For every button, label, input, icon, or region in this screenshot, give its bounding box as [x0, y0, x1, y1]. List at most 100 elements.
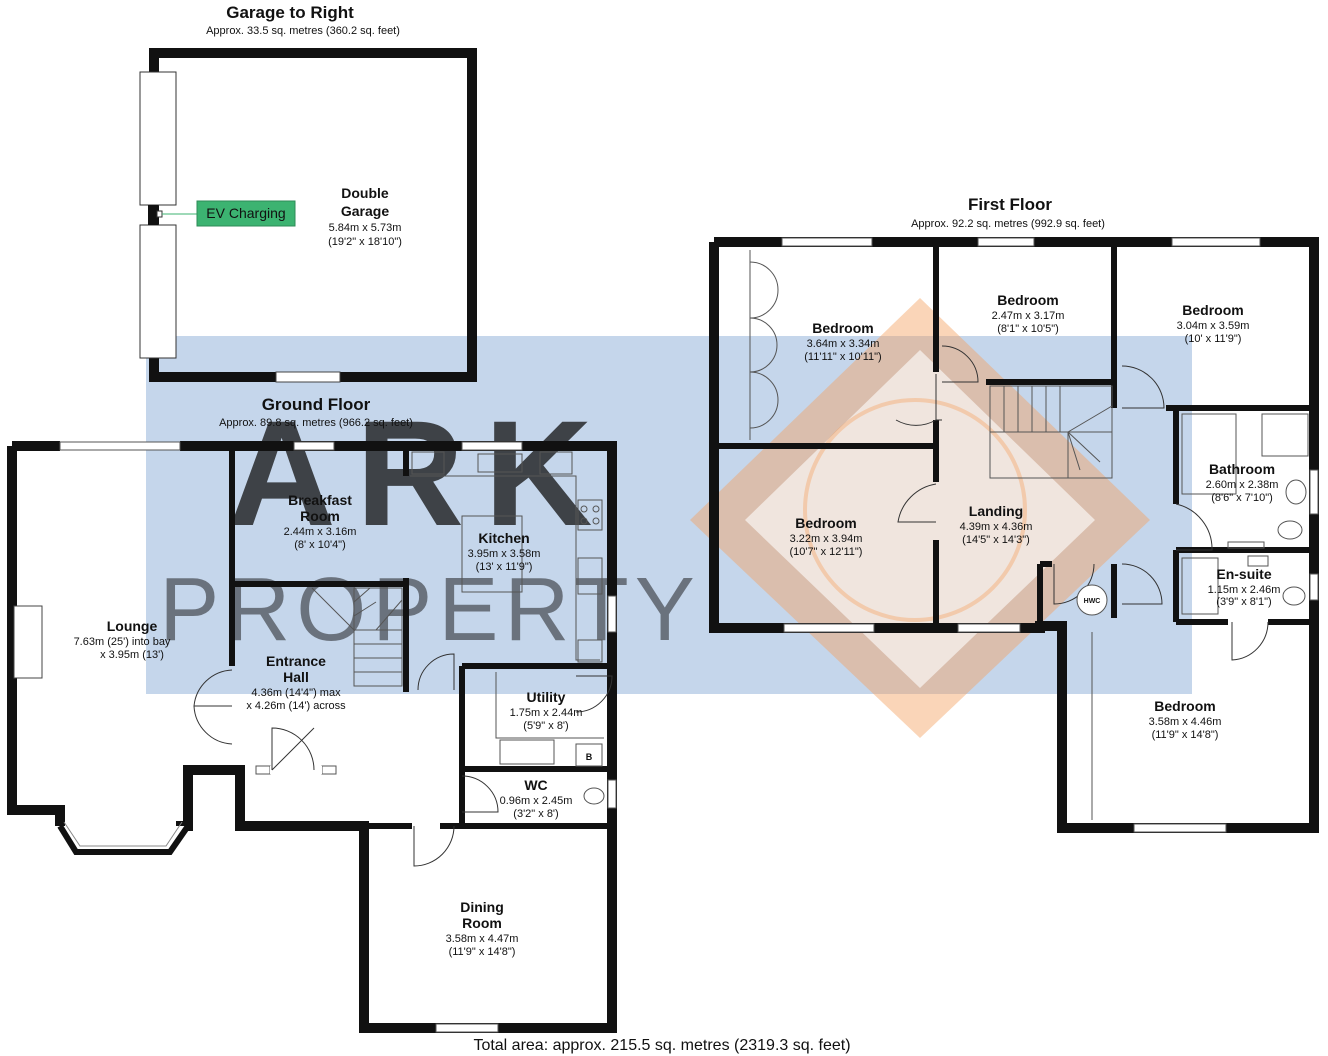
bed5-dim-2: (11'9" x 14'8") [1152, 729, 1219, 741]
hall-name-2: Hall [283, 669, 309, 685]
wc-name: WC [524, 777, 547, 793]
bed4-dim-2: (10'7" x 12'11") [790, 546, 863, 558]
dining-name-1: Dining [460, 899, 504, 915]
wc-dim-1: 0.96m x 2.45m [500, 795, 573, 807]
hall-dim-2: x 4.26m (14') across [246, 700, 346, 712]
ground-stairs [311, 587, 403, 687]
ensuite-door [1231, 621, 1269, 661]
front-door [271, 727, 315, 771]
ensuite-shower-icon [1181, 557, 1219, 615]
bath-icon [1181, 413, 1237, 495]
watermark-property: PROPERTY [159, 560, 700, 660]
garage-area: Approx. 33.5 sq. metres (360.2 sq. feet) [206, 25, 400, 37]
bed5-door [1121, 563, 1163, 605]
dining-dim-2: (11'9" x 14'8") [449, 946, 516, 958]
lounge-fireplace [13, 605, 43, 679]
lounge-patio-doors [59, 441, 181, 451]
lounge-dim-2: x 3.95m (13') [100, 649, 164, 661]
total-area: Total area: approx. 215.5 sq. metres (23… [473, 1037, 850, 1054]
garage-window [275, 371, 341, 383]
bed4-dim-1: 3.22m x 3.94m [790, 533, 863, 545]
ground-outer-wall-left [7, 446, 65, 826]
kitchen-name: Kitchen [478, 530, 529, 546]
breakfast-dim-1: 2.44m x 3.16m [284, 526, 357, 538]
kitchen-dim-1: 3.95m x 3.58m [468, 548, 541, 560]
utility-name: Utility [527, 689, 566, 705]
garage-room-name-2: Garage [341, 203, 389, 219]
kitchen-units [410, 451, 603, 663]
bed2-name: Bedroom [997, 292, 1058, 308]
breakfast-window [293, 441, 335, 451]
utility-dim-2: (5'9" x 8') [523, 720, 568, 732]
utility-dim-1: 1.75m x 2.44m [510, 707, 583, 719]
bed3-dim-2: (10' x 11'9") [1185, 333, 1242, 345]
garage-room-dim-2: (19'2" x 18'10") [328, 236, 402, 248]
bed1-dim-2: (11'11" x 10'11") [804, 351, 881, 363]
watermark-ark: ARK [228, 389, 613, 557]
lounge-bay-window [57, 824, 191, 855]
wc-dim-2: (3'2" x 8') [513, 808, 558, 820]
boiler-icon [575, 743, 603, 767]
bathroom-dim-2: (8'6" x 7'10") [1211, 492, 1273, 504]
lounge-door [193, 669, 233, 707]
wc-window [607, 779, 617, 809]
garage-room-name-1: Double [341, 185, 389, 201]
towel-rail-icon [1227, 541, 1265, 549]
bed1-window [781, 237, 873, 247]
shower-icon [1261, 413, 1309, 457]
bathroom-name: Bathroom [1209, 461, 1275, 477]
ensuite-dim-1: 1.15m x 2.46m [1208, 584, 1281, 596]
breakfast-name-2: Room [300, 508, 340, 524]
landing-dim-1: 4.39m x 4.36m [960, 521, 1033, 533]
bed2-door [936, 345, 979, 421]
bed1-name: Bedroom [812, 320, 873, 336]
lounge-dim-1: 7.63m (25') into bay [74, 636, 171, 648]
bed4-window [783, 623, 875, 633]
wc-door [461, 775, 499, 813]
landing-name: Landing [969, 503, 1023, 519]
hob-icon [577, 499, 603, 531]
landing-dim-2: (14'5" x 14'3") [962, 534, 1030, 546]
bed1-door [895, 374, 937, 426]
breakfast-name-1: Breakfast [288, 492, 352, 508]
garage-title: Garage to Right [226, 3, 354, 22]
bed5-dim-1: 3.58m x 4.46m [1149, 716, 1222, 728]
garage-plan: Garage to Right Approx. 33.5 sq. metres … [139, 3, 477, 383]
wc-toilet-icon [583, 787, 605, 805]
ev-charging-label: EV Charging [206, 205, 285, 221]
bed4-door [897, 483, 937, 523]
dining-door [413, 825, 455, 867]
ensuite-basin-icon [1247, 555, 1269, 567]
kitchen-window [461, 441, 523, 451]
utility-back-door [575, 675, 613, 713]
ground-floor-title: Ground Floor [262, 395, 371, 414]
first-floor-title: First Floor [968, 195, 1052, 214]
utility-sink-icon [499, 739, 555, 765]
dining-dim-1: 3.58m x 4.47m [446, 933, 519, 945]
ground-outer-wall-right [176, 441, 617, 1033]
kitchen-door [417, 653, 455, 691]
hall-name-1: Entrance [266, 653, 326, 669]
dining-window [435, 1023, 499, 1033]
ensuite-toilet-icon [1282, 586, 1306, 606]
first-floor-plan: First Floor Approx. 92.2 sq. metres (992… [709, 195, 1319, 833]
bathroom-door [1175, 503, 1213, 551]
bathroom-fittings [1181, 413, 1309, 615]
ground-floor-area: Approx. 89.8 sq. metres (966.2 sq. feet) [219, 417, 413, 429]
ensuite-dim-2: (3'9" x 8'1") [1216, 596, 1271, 608]
kitchen-dim-2: (13' x 11'9") [476, 561, 533, 573]
dining-name-2: Room [462, 915, 502, 931]
watermark-house-icon [803, 398, 1027, 622]
bathroom-toilet-icon [1277, 520, 1303, 540]
kitchen-side-window [607, 595, 617, 633]
landing-window [957, 623, 1021, 633]
hwc-label: HWC [1084, 598, 1101, 605]
bed3-dim-1: 3.04m x 3.59m [1177, 320, 1250, 332]
bed3-window [1171, 237, 1261, 247]
first-floor-area: Approx. 92.2 sq. metres (992.9 sq. feet) [911, 218, 1105, 230]
hall-dim-1: 4.36m (14'4") max [251, 687, 341, 699]
bathroom-window [1309, 469, 1319, 515]
bed2-dim-1: 2.47m x 3.17m [992, 310, 1065, 322]
ensuite-window [1309, 573, 1319, 601]
